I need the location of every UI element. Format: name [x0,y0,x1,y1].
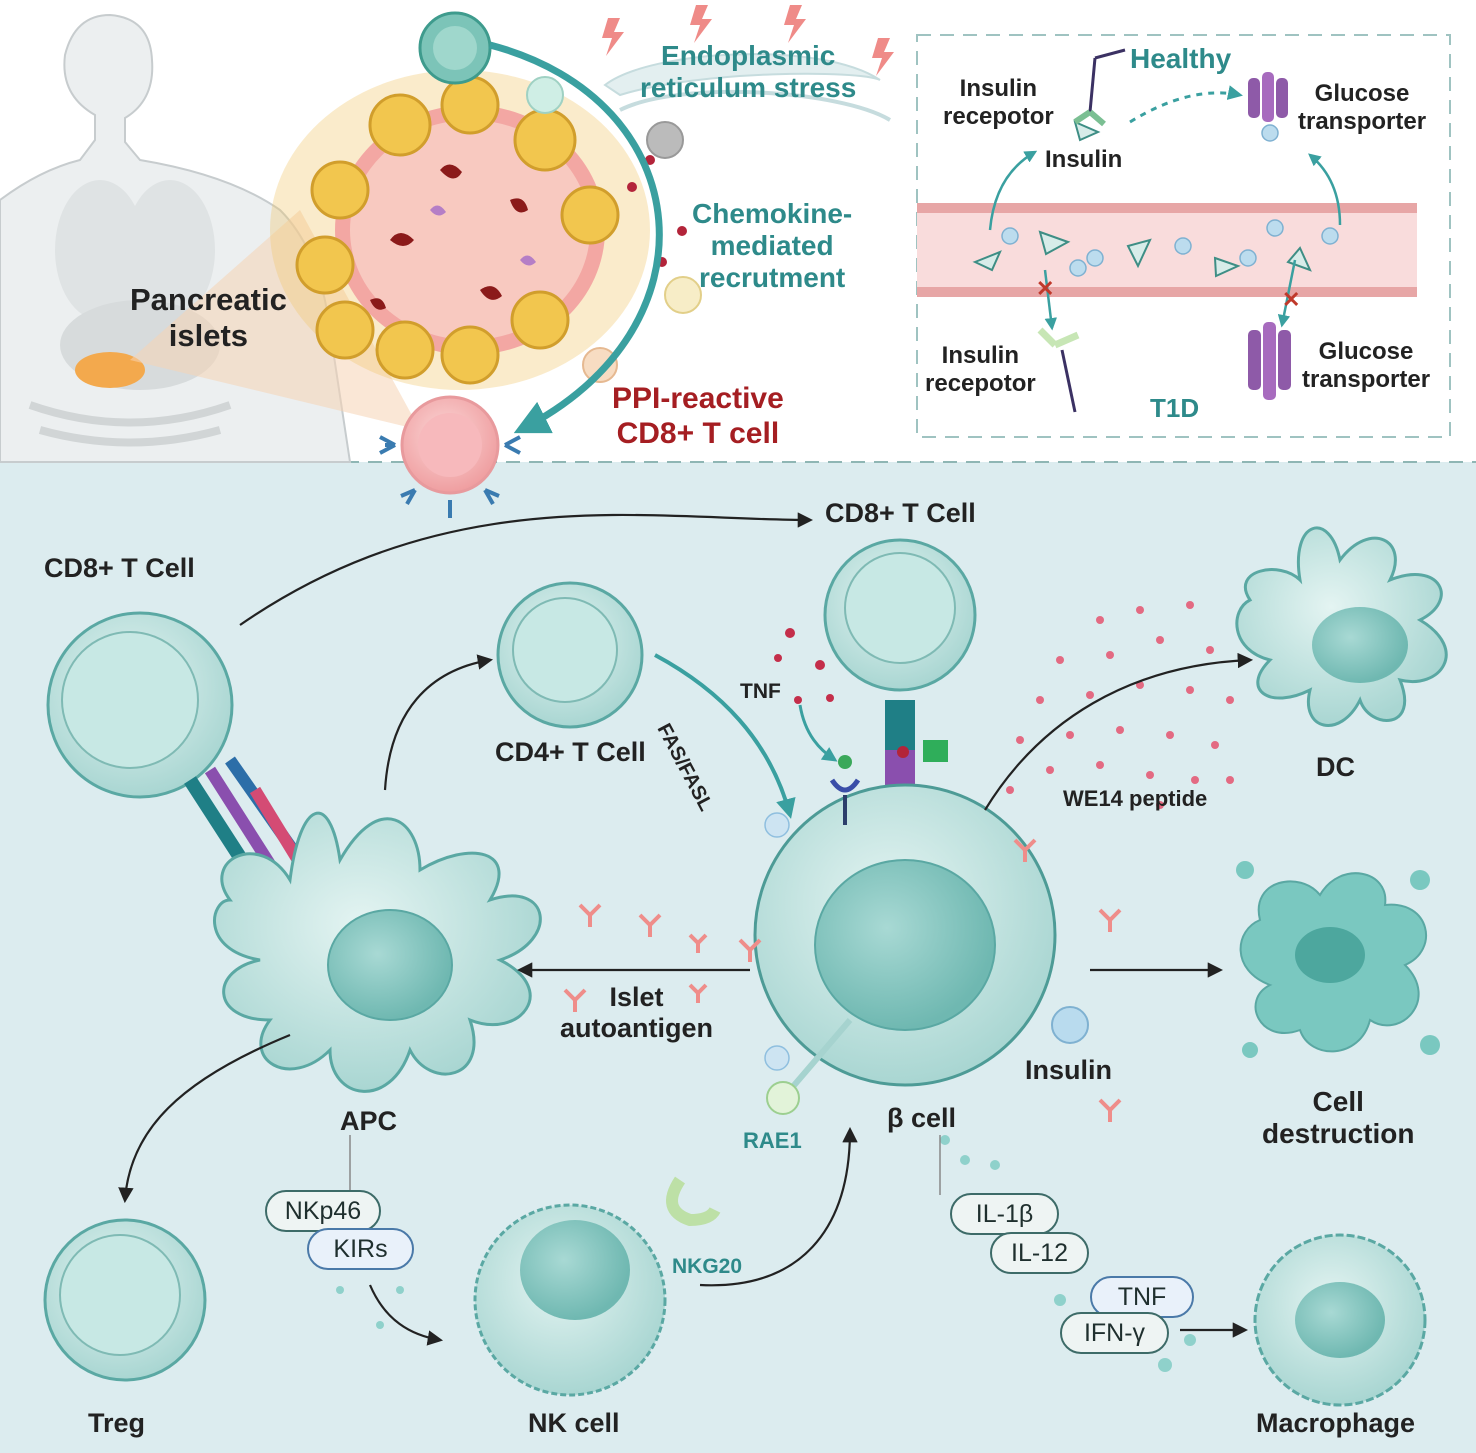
insulin-receptor-healthy-icon [1073,109,1106,127]
insulin-receptor-t1d-icon [1037,327,1080,349]
macrophage-cell [1253,1233,1427,1407]
label-apc: APC [340,1106,398,1136]
islet-cluster [270,70,650,390]
rae1-icon [766,1081,800,1115]
small-cell-2 [646,121,684,159]
label-insulin-receptor-healthy: Insulin recepotor [943,75,1054,130]
er-shape-2 [619,89,892,122]
label-t1d: T1D [1150,393,1200,423]
tnf-dots [774,628,834,704]
dendritic-cell [1235,526,1448,727]
label-cd8-left: CD8+ T Cell [44,553,195,583]
label-macrophage: Macrophage [1256,1408,1416,1438]
cd4-t-cell [496,581,644,729]
t-cell-top [418,11,492,85]
svg-text:✕: ✕ [1036,276,1054,301]
process-arrows [118,512,1254,1346]
cytokine-dots [336,1135,1196,1372]
pancreas-shape [75,352,145,388]
insulin-molecules [972,120,1312,278]
label-dc: DC [1316,752,1355,782]
label-we14: WE14 peptide [1063,786,1208,811]
cd8-t-cell-left [46,611,234,799]
label-cell-destruction: Cell destruction [1262,1086,1415,1150]
label-cd8-top: CD8+ T Cell [825,498,976,528]
pill-il12: IL-12 [990,1232,1089,1274]
pill-ifng: IFN-γ [1060,1312,1169,1354]
blood-vessel [917,205,1417,295]
nk-cell [473,1176,721,1397]
small-cell-4 [582,347,618,383]
label-nk-cell: NK cell [528,1408,620,1438]
treg-cell [43,1218,207,1382]
zoom-beam [130,210,420,430]
we14-dots [1006,601,1234,809]
label-cd4: CD4+ T Cell [495,737,646,767]
label-pancreatic-islets: Pancreatic islets [130,282,287,353]
label-insulin-bottom: Insulin [1025,1055,1112,1085]
label-tnf-top: TNF [740,680,781,703]
pill-il1b: IL-1β [950,1193,1059,1235]
apc-cell [213,811,542,1093]
destroyed-cell [1236,861,1440,1058]
cd8-t-cell-top [823,538,977,790]
pill-kirs: KIRs [307,1228,414,1270]
glucose-transporter-t1d-icon [1248,322,1291,400]
pill-nkp46: NKp46 [265,1190,381,1232]
small-cell-1 [526,76,564,114]
label-beta-cell: β cell [887,1103,957,1133]
label-healthy: Healthy [1130,43,1232,74]
ppi-reactive-t-cell [379,395,521,518]
label-nkg20: NKG20 [672,1255,743,1278]
label-ppi-reactive: PPI-reactive CD8+ T cell [612,382,784,450]
glucose-transporter-healthy-icon [1248,72,1288,122]
insulin-granule [1051,1006,1089,1044]
autoantigen-glyphs [563,838,1122,1122]
beta-cell [753,755,1057,1087]
label-insulin-receptor-t1d: Insulin recepotor [925,342,1036,397]
recruitment-arrow [489,41,663,434]
label-er-stress: Endoplasmic reticulum stress [640,40,857,104]
lightning-icons [602,5,894,76]
nkg20-receptor-icon [666,1176,721,1227]
er-shape [603,53,881,97]
receptor-line-healthy [1094,48,1126,60]
label-glucose-transporter-t1d: Glucose transporter [1302,338,1431,393]
label-rae1: RAE1 [743,1128,802,1153]
small-cell-3 [664,276,702,314]
label-chemokine: Chemokine- mediated recrutment [692,198,853,294]
svg-text:✕: ✕ [1282,287,1300,312]
label-glucose-transporter-healthy: Glucose transporter [1298,80,1427,135]
label-islet-autoantigen: Islet autoantigen [560,982,713,1044]
glucose-molecules [1001,124,1339,277]
pill-tnf-bottom: TNF [1090,1276,1194,1318]
label-treg: Treg [88,1408,146,1438]
label-insulin-top: Insulin [1045,146,1123,173]
